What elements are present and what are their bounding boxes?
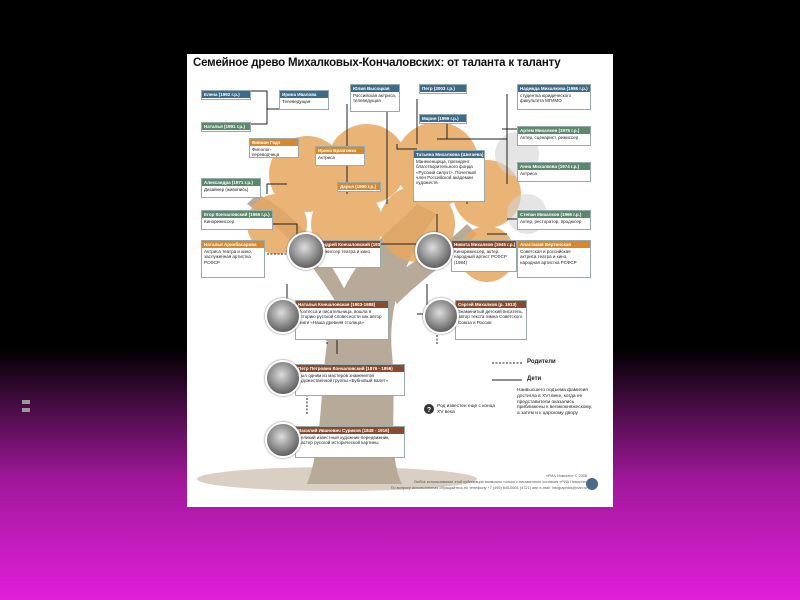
infographic-slide: Семейное древо Михалковых-Кончаловских: …: [187, 54, 613, 507]
person-box: Петр (2003 г.р.): [419, 84, 467, 94]
person-box: Петр Петрович Кончаловский (1876 - 1956)…: [295, 364, 405, 396]
person-box: Андрей Кончаловский (1937 г.р.)Режиссер …: [317, 240, 381, 268]
person-box: Александра (1971 г.р.)Дизайнер (живопись…: [201, 178, 261, 198]
decor-mark: [22, 400, 30, 404]
portrait-nikita: [415, 232, 453, 270]
portrait-vasily: [265, 422, 301, 458]
person-box: Артем Михалков (1975 г.р.)Актер, сценари…: [517, 126, 591, 146]
legend-children: Дети: [527, 376, 542, 382]
footer-usage: Любое использование этой публикации возм…: [413, 480, 587, 484]
person-box: Василий Иванович Суриков (1848 - 1916)Ве…: [295, 426, 405, 458]
footer-copyright: «РИА Новости» © 2008: [545, 474, 587, 478]
note-history: Наивысшего подъема фамилия достигла в XV…: [517, 388, 593, 417]
svg-text:?: ?: [427, 407, 431, 414]
person-box: Елена (1992 г.р.): [201, 90, 251, 100]
note-origin: Род известен еще с конца XV века: [437, 404, 496, 415]
person-box: Мария (1999 г.р.): [419, 114, 467, 124]
person-box: Надежда Михалкова (1986 г.р.)студентка ю…: [517, 84, 591, 110]
portrait-petr: [265, 360, 301, 396]
person-box: Сергей Михалков (р. 1913)Знаменитый детс…: [455, 300, 527, 340]
footer-contact: По вопросу использования обращайтесь по …: [390, 486, 587, 490]
person-box: Степан Михалков (1966 г.р.)Актер, рестор…: [517, 210, 591, 230]
legend-parents: Родители: [527, 359, 556, 365]
person-box: Наталья Кончаловская (1903-1988)Поэтесса…: [295, 300, 389, 340]
person-box: Наталья (1991 г.р.): [201, 122, 251, 132]
portrait-natalia: [265, 298, 301, 334]
infographic-title: Семейное древо Михалковых-Кончаловских: …: [193, 57, 561, 69]
person-box: Никита Михалков (1945 г.р.)Кинорежиссер,…: [451, 240, 517, 272]
person-box: Анна Михалкова (1974 г.р.)Актриса: [517, 162, 591, 182]
decor-mark: [22, 408, 30, 412]
person-box: Егор Кончаловский (1966 г.р.)Кинорежиссе…: [201, 210, 273, 230]
person-box: Дарья (1980 г.р.): [337, 182, 381, 192]
portrait-andrei: [287, 232, 325, 270]
person-box: Татьяна Михалкова (Шигаева)Манекенщица, …: [413, 150, 485, 202]
portrait-sergei: [423, 298, 459, 334]
